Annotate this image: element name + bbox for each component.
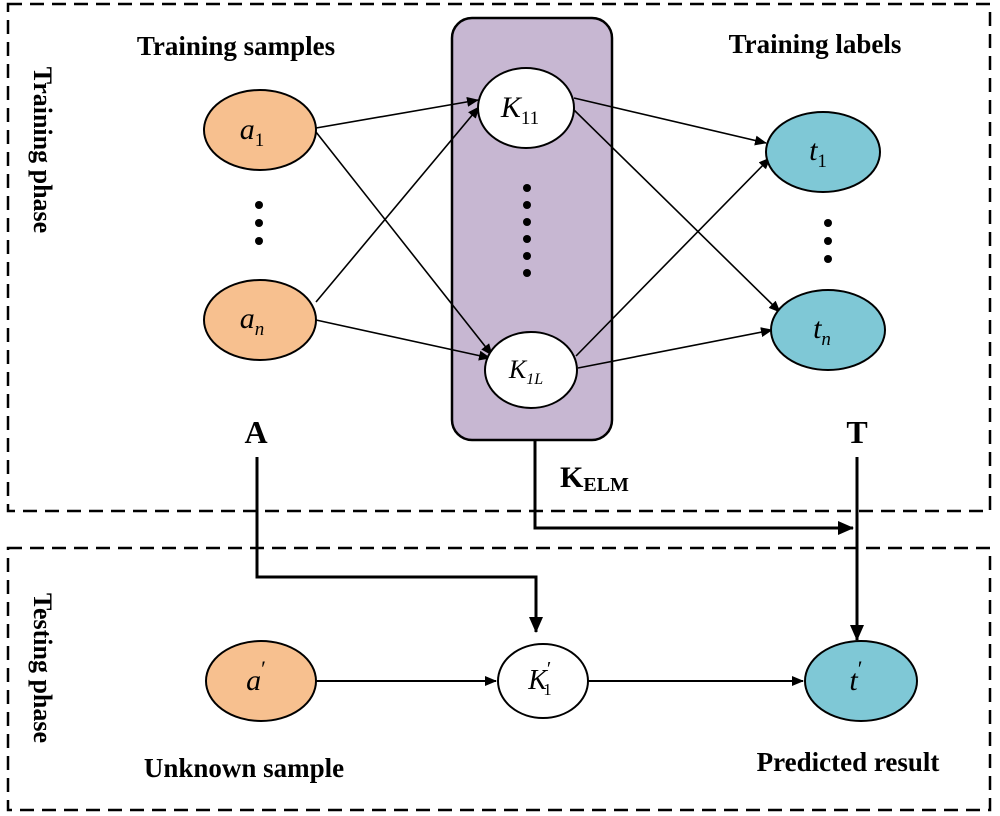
flow-a-to-testing-kernel (255, 457, 543, 633)
unknown-sample-caption: Unknown sample (144, 753, 344, 783)
edge-k11-t1 (573, 97, 767, 146)
training-phase-box (6, 2, 992, 513)
flow-kelm-to-output (533, 440, 854, 535)
input-node-an: an (203, 279, 317, 361)
label-node-tn: tn (770, 289, 886, 371)
matrix-a-label: A (244, 414, 267, 450)
hidden-node-k11: K11 (477, 67, 575, 149)
edge-k11-tn (571, 107, 781, 313)
svg-text:K11: K11 (500, 91, 539, 129)
label-node-t1: t1 (765, 111, 881, 193)
testing-phase-box (6, 546, 992, 812)
svg-text:tn: tn (813, 312, 831, 350)
svg-text:t′: t′ (849, 656, 862, 697)
hidden-ellipsis-dots (523, 184, 531, 277)
edge-k1l-t1 (575, 157, 771, 357)
edge-an-k11 (315, 106, 480, 303)
kelm-label: KELM (560, 461, 629, 496)
training-samples-heading: Training samples (137, 31, 335, 61)
label-ellipsis-dots (824, 219, 832, 263)
svg-text:a′: a′ (246, 656, 266, 697)
svg-text:an: an (240, 302, 265, 340)
svg-text:t1: t1 (809, 134, 827, 172)
testing-kernel-node: K′1 (497, 643, 589, 719)
matrix-t-label: T (846, 414, 867, 450)
edge-a1-k11 (315, 96, 479, 129)
training-phase-title: Training phase (28, 67, 57, 233)
input-ellipsis-dots (255, 201, 263, 245)
svg-text:a1: a1 (240, 113, 265, 151)
input-node-a1: a1 (203, 89, 317, 171)
edge-k1l-tn (577, 327, 773, 369)
edge-a1-k1l (315, 131, 493, 356)
hidden-node-k1l: K1L (484, 331, 578, 409)
testing-phase-title: Testing phase (28, 593, 57, 743)
training-labels-heading: Training labels (729, 29, 902, 59)
testing-input-node: a′ (205, 640, 317, 722)
testing-output-node: t′ (804, 640, 918, 722)
svg-text:K′1: K′1 (527, 658, 552, 699)
edge-an-k1l (315, 319, 491, 361)
predicted-result-caption: Predicted result (757, 747, 940, 777)
svg-text:K1L: K1L (508, 355, 543, 388)
